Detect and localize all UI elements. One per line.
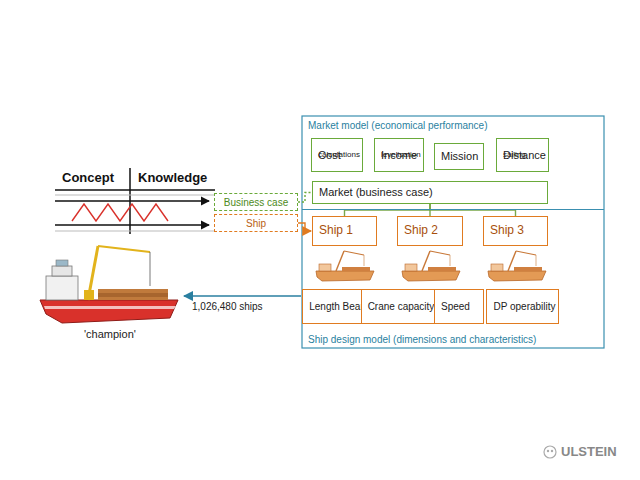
dotted-link	[298, 193, 311, 203]
ship-box: Ship 1	[312, 216, 377, 246]
ship-sketch	[316, 251, 374, 281]
model-region: Ship design model (dimensions and charac…	[302, 210, 604, 348]
box-text: sailing	[503, 151, 526, 160]
ship-box: Ship 2	[397, 216, 463, 246]
iteration-zigzag	[72, 204, 168, 221]
box-text: calculations	[318, 151, 360, 160]
parameter-box: Speed	[434, 289, 484, 324]
box-text: Ship	[246, 218, 266, 229]
flow-arrow	[55, 200, 209, 201]
dashed-box: Business case	[214, 193, 298, 211]
link-arrow	[298, 223, 311, 231]
market-factor-box: Incomelevelisation	[374, 138, 424, 172]
parameter-box: DP operability	[486, 289, 558, 324]
flow-arrow	[55, 224, 209, 225]
ship-sketch	[402, 251, 460, 281]
parameter-box: Crane capacity	[361, 289, 438, 324]
box-text: Crane capacity	[368, 301, 435, 312]
market-box: Market (business case)	[312, 181, 548, 204]
ship-sketch	[488, 251, 546, 281]
box-text: Business case	[224, 197, 288, 208]
model-region: Market model (economical performance) Cos…	[302, 116, 604, 210]
market-factor-box: Mission	[434, 143, 484, 170]
model-panel	[302, 116, 604, 348]
box-text: Mission	[441, 150, 478, 162]
band-line	[55, 195, 215, 196]
watermark-icon	[544, 446, 556, 458]
ship-label: 'champion'	[84, 328, 136, 340]
watermark-icon	[551, 450, 553, 452]
column-heading: Concept	[62, 171, 114, 185]
result-arrow	[184, 295, 301, 297]
box-text: Ship 3	[490, 224, 524, 237]
count-label: 1,026,480 ships	[192, 301, 263, 312]
tree-connector	[345, 204, 431, 216]
band-line	[55, 231, 215, 232]
column-heading: Knowledge	[138, 171, 207, 185]
region-heading: Ship design model (dimensions and charac…	[308, 334, 536, 345]
watermark-icon	[547, 450, 549, 452]
box-text: Ship 2	[404, 224, 438, 237]
ship-box: Ship 3	[483, 216, 548, 246]
header-rule	[55, 189, 215, 191]
box-text: Speed	[441, 301, 470, 312]
watermark: ULSTEIN	[561, 445, 617, 459]
box-text: Market (business case)	[319, 186, 433, 198]
champion-ship	[40, 246, 178, 323]
region-heading: Market model (economical performance)	[308, 120, 488, 131]
tree-connector	[430, 204, 516, 216]
box-text: DP operability	[493, 301, 555, 312]
box-text: Ship 1	[319, 224, 353, 237]
market-factor-box: Costcalculations	[311, 138, 363, 172]
market-factor-box: Distancesailing	[496, 138, 549, 172]
box-text: levelisation	[381, 151, 421, 160]
dashed-box: Ship	[214, 214, 298, 232]
